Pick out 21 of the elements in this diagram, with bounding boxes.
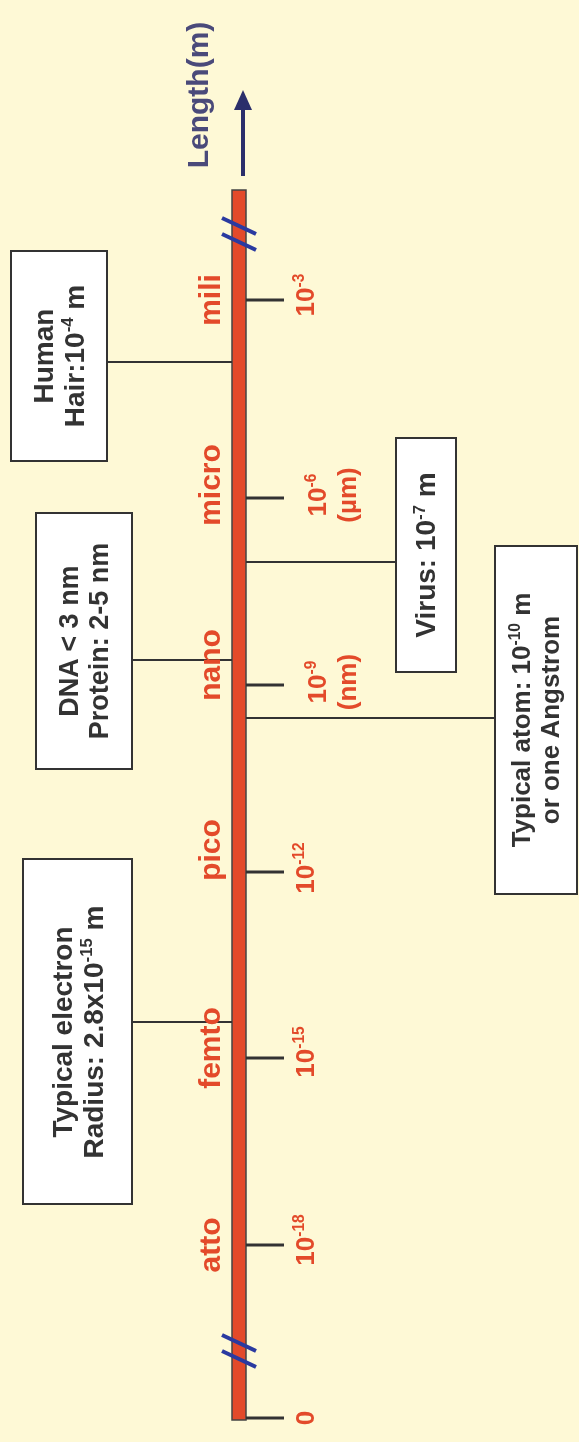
callout-box <box>10 250 108 462</box>
axis-title: Length(m) <box>180 21 215 169</box>
prefix-label: pico <box>192 819 227 881</box>
prefix-label: nano <box>192 629 227 701</box>
prefix-label: femto <box>192 1007 227 1089</box>
callout-text: DNA < 3 nm Protein: 2-5 nm <box>53 541 115 742</box>
leader-line <box>107 361 233 363</box>
callout-box <box>494 545 578 895</box>
prefix-label: mili <box>192 274 227 326</box>
leader-line <box>245 717 495 719</box>
leader-line <box>132 1021 233 1023</box>
callout-box <box>22 858 133 1205</box>
callout-box <box>395 437 457 673</box>
tick-label: 10$^{-9}$ (nm) <box>303 652 363 713</box>
tick-label: 0 <box>291 1410 321 1426</box>
leader-line <box>245 561 396 563</box>
callout-box <box>35 512 133 770</box>
prefix-label: micro <box>192 444 227 526</box>
leader-line <box>132 659 233 661</box>
tick-label: 10$^{-6}$ (µm) <box>303 466 363 525</box>
prefix-label: atto <box>192 1217 227 1273</box>
